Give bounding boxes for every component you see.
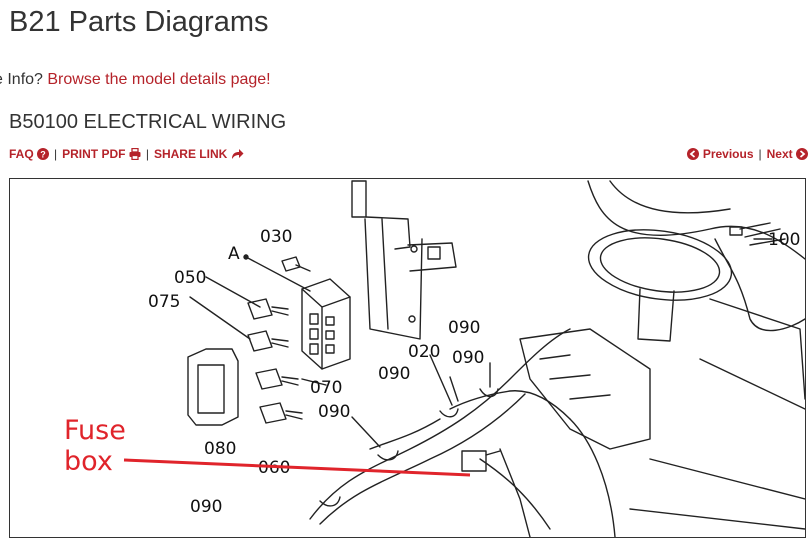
part-label-090: 090 [190,497,222,517]
part-label-080: 080 [204,439,236,459]
share-link-link[interactable]: SHARE LINK [154,147,244,161]
part-label-075: 075 [148,292,180,312]
previous-link[interactable]: Previous [687,147,754,161]
next-label: Next [766,147,793,161]
svg-text:?: ? [40,150,46,160]
part-label-090: 090 [378,364,410,384]
share-arrow-icon [231,149,244,159]
part-label-050: 050 [174,268,206,288]
question-circle-icon: ? [37,148,50,160]
faq-link[interactable]: FAQ ? [9,147,50,161]
part-label-020: 020 [408,342,440,362]
arrow-right-circle-icon [796,148,808,160]
part-label-090: 090 [448,318,480,338]
part-label-090: 090 [318,402,350,422]
callout-a-label: A [228,244,240,264]
annotation-line-2: box [64,446,113,478]
info-prefix: e Info? [0,71,43,88]
part-label-100: 100 [768,230,800,250]
browse-model-details-link[interactable]: Browse the model details page! [47,71,271,88]
part-label-090: 090 [452,348,484,368]
print-icon [129,148,141,160]
pager: Previous | Next [687,147,808,161]
separator: | [145,147,149,161]
print-pdf-label: PRINT PDF [62,147,126,161]
wiring-diagram-image: 030 A 050 075 020 090 090 090 090 090 07… [123,180,805,537]
previous-label: Previous [702,147,754,161]
annotation-line-1: Fuse [64,415,126,446]
section-title: B50100 ELECTRICAL WIRING [9,111,287,133]
part-label-070: 070 [310,378,342,398]
fuse-box-annotation: Fuse box [64,415,126,477]
fuse-box-pointer-line [123,458,471,477]
share-link-label: SHARE LINK [153,147,228,161]
part-label-030: 030 [260,227,292,247]
parts-diagram[interactable]: 030 A 050 075 020 090 090 090 090 090 07… [9,178,806,538]
model-info-line: e Info? Browse the model details page! [0,71,271,89]
separator: | [758,147,762,161]
print-pdf-link[interactable]: PRINT PDF [62,147,141,161]
arrow-left-circle-icon [687,148,700,160]
action-links: FAQ ? | PRINT PDF | SHARE LINK [9,147,244,161]
faq-label: FAQ [9,147,34,161]
separator: | [54,147,58,161]
page-title: B21 Parts Diagrams [9,6,269,38]
next-link[interactable]: Next [767,147,808,161]
